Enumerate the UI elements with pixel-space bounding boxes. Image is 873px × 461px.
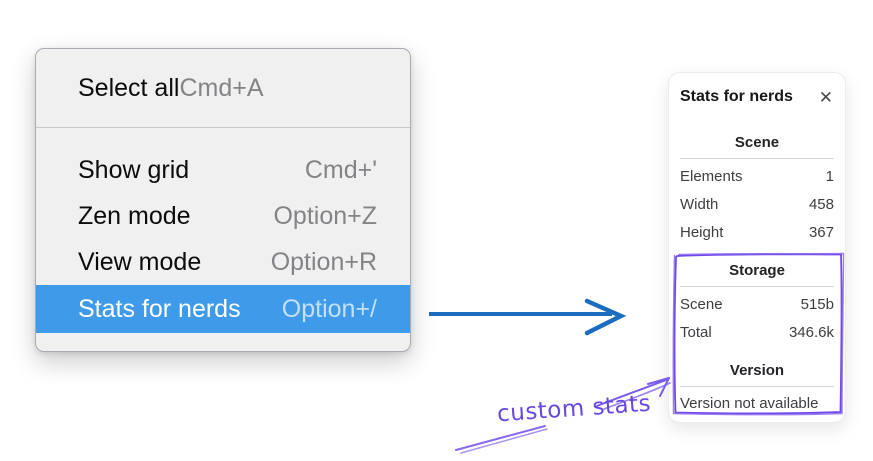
stat-value: 515b bbox=[800, 296, 834, 313]
menu-item-stats-for-nerds[interactable]: Stats for nerds Option+/ bbox=[36, 285, 410, 333]
stat-label: Elements bbox=[680, 168, 743, 185]
menu-item-shortcut: Option+/ bbox=[281, 294, 377, 323]
stat-label: Scene bbox=[680, 296, 723, 313]
menu-item-zen-mode[interactable]: Zen mode Option+Z bbox=[36, 193, 410, 239]
stat-value: 1 bbox=[825, 168, 834, 185]
section-heading-storage: Storage bbox=[729, 262, 785, 279]
menu-item-label: Show grid bbox=[78, 155, 190, 184]
section-divider bbox=[680, 286, 834, 287]
version-note: Version not available bbox=[680, 395, 819, 412]
section-heading-version: Version bbox=[729, 362, 785, 379]
stat-value: 367 bbox=[808, 224, 834, 241]
section-divider bbox=[680, 386, 834, 387]
pointer-arrow-icon bbox=[429, 298, 627, 336]
stat-label: Height bbox=[680, 224, 724, 241]
stat-row-scene-storage: Scene 515b bbox=[680, 295, 834, 315]
close-icon[interactable]: ✕ bbox=[818, 87, 833, 107]
stat-value: 346.6k bbox=[788, 324, 834, 341]
menu-item-shortcut: Option+Z bbox=[273, 201, 377, 230]
menu-item-view-mode[interactable]: View mode Option+R bbox=[36, 239, 410, 285]
section-divider bbox=[680, 158, 834, 159]
annotation-underline-stroke bbox=[455, 425, 548, 454]
stat-label: Total bbox=[680, 324, 712, 341]
menu-item-shortcut: Option+R bbox=[270, 247, 377, 276]
stat-row-total-storage: Total 346.6k bbox=[680, 323, 834, 343]
stat-value: 458 bbox=[808, 196, 834, 213]
menu-item-label: View mode bbox=[78, 247, 202, 276]
annotation-custom-stats: custom stats bbox=[496, 390, 652, 428]
menu-item-select-all[interactable]: Select all Cmd+A bbox=[36, 65, 297, 111]
menu-item-show-grid[interactable]: Show grid Cmd+' bbox=[36, 147, 410, 193]
stats-panel: Stats for nerds ✕ Scene Elements 1 Width… bbox=[668, 72, 846, 423]
stat-row-elements: Elements 1 bbox=[680, 167, 834, 187]
menu-group-top: Select all Cmd+A bbox=[36, 49, 410, 127]
menu-group-bottom: Show grid Cmd+' Zen mode Option+Z View m… bbox=[36, 128, 410, 333]
menu-divider bbox=[36, 127, 410, 128]
stat-row-width: Width 458 bbox=[680, 195, 834, 215]
menu-item-label: Zen mode bbox=[78, 201, 191, 230]
stats-panel-header: Stats for nerds ✕ bbox=[680, 87, 834, 107]
context-menu: Select all Cmd+A Show grid Cmd+' Zen mod… bbox=[35, 48, 411, 352]
section-heading-scene: Scene bbox=[734, 134, 780, 151]
menu-item-shortcut: Cmd+A bbox=[179, 73, 264, 102]
stat-row-height: Height 367 bbox=[680, 223, 834, 243]
menu-item-label: Stats for nerds bbox=[78, 294, 241, 323]
menu-item-label: Select all bbox=[78, 73, 180, 102]
stat-label: Width bbox=[680, 196, 719, 213]
stats-panel-title: Stats for nerds bbox=[680, 88, 793, 105]
menu-item-shortcut: Cmd+' bbox=[304, 155, 377, 184]
